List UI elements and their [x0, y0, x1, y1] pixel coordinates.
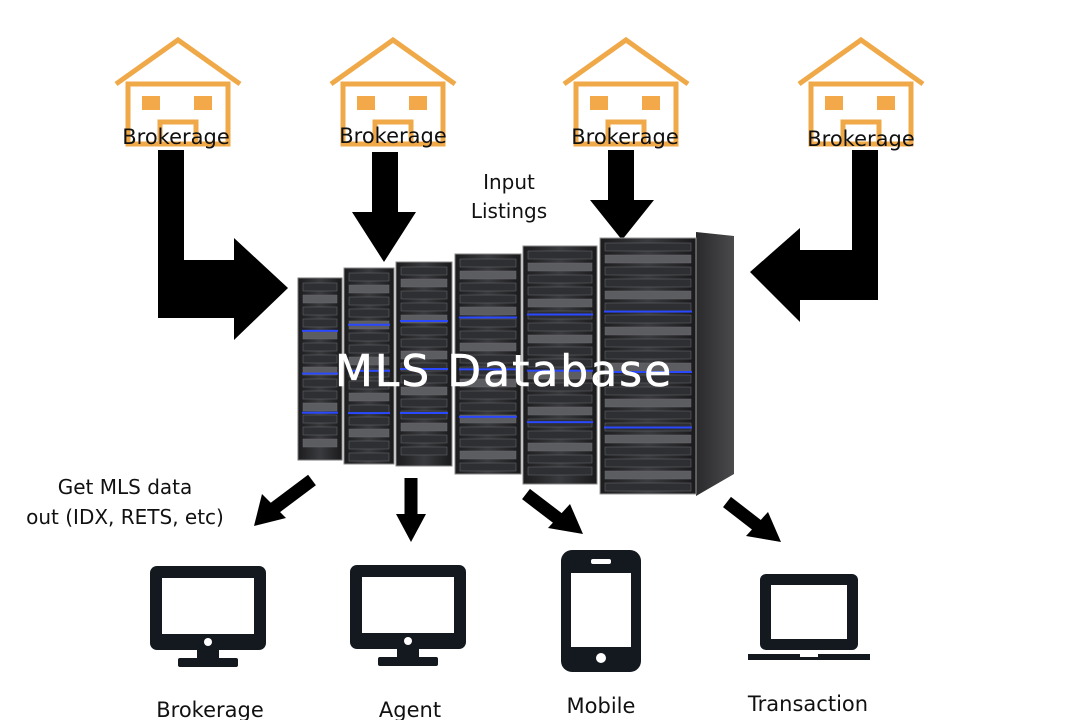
- input-label-line1: Input: [483, 170, 535, 194]
- source-brokerage-2: Brokerage: [331, 40, 455, 148]
- source-brokerage-3: Brokerage: [564, 40, 688, 149]
- input-arrow-2: [352, 152, 416, 262]
- output-arrow-3: [522, 488, 583, 534]
- source-label: Brokerage: [339, 124, 447, 148]
- consumer-transaction: Transaction: [747, 574, 870, 716]
- consumer-label: Agent: [379, 698, 441, 720]
- output-arrow-1: [254, 474, 316, 526]
- smartphone-icon: [561, 550, 641, 672]
- input-arrow-3: [590, 150, 654, 240]
- input-label-line2: Listings: [471, 199, 547, 223]
- output-label-line1: Get MLS data: [58, 475, 193, 499]
- output-arrow-4: [723, 496, 781, 542]
- consumer-agent: Agent: [350, 565, 466, 720]
- database-label: MLS Database: [335, 346, 673, 397]
- laptop-icon: [748, 574, 870, 660]
- source-label: Brokerage: [122, 125, 230, 149]
- input-arrow-1: [158, 150, 288, 340]
- source-brokerage-1: Brokerage: [116, 40, 240, 149]
- consumer-label: Transaction: [747, 692, 868, 716]
- consumer-mobile: Mobile: [561, 550, 641, 718]
- source-brokerage-4: Brokerage: [799, 40, 923, 151]
- consumer-label: Brokerage: [156, 698, 264, 720]
- input-arrow-4: [750, 150, 878, 322]
- source-label: Brokerage: [807, 127, 915, 151]
- output-arrow-2: [396, 478, 426, 542]
- monitor-icon: [150, 566, 266, 667]
- monitor-icon: [350, 565, 466, 666]
- consumer-brokerage: Brokerage: [150, 566, 266, 720]
- server-rack-icon: [297, 232, 734, 496]
- consumer-label: Mobile: [567, 694, 636, 718]
- output-label-line2: out (IDX, RETS, etc): [26, 505, 224, 529]
- source-label: Brokerage: [571, 125, 679, 149]
